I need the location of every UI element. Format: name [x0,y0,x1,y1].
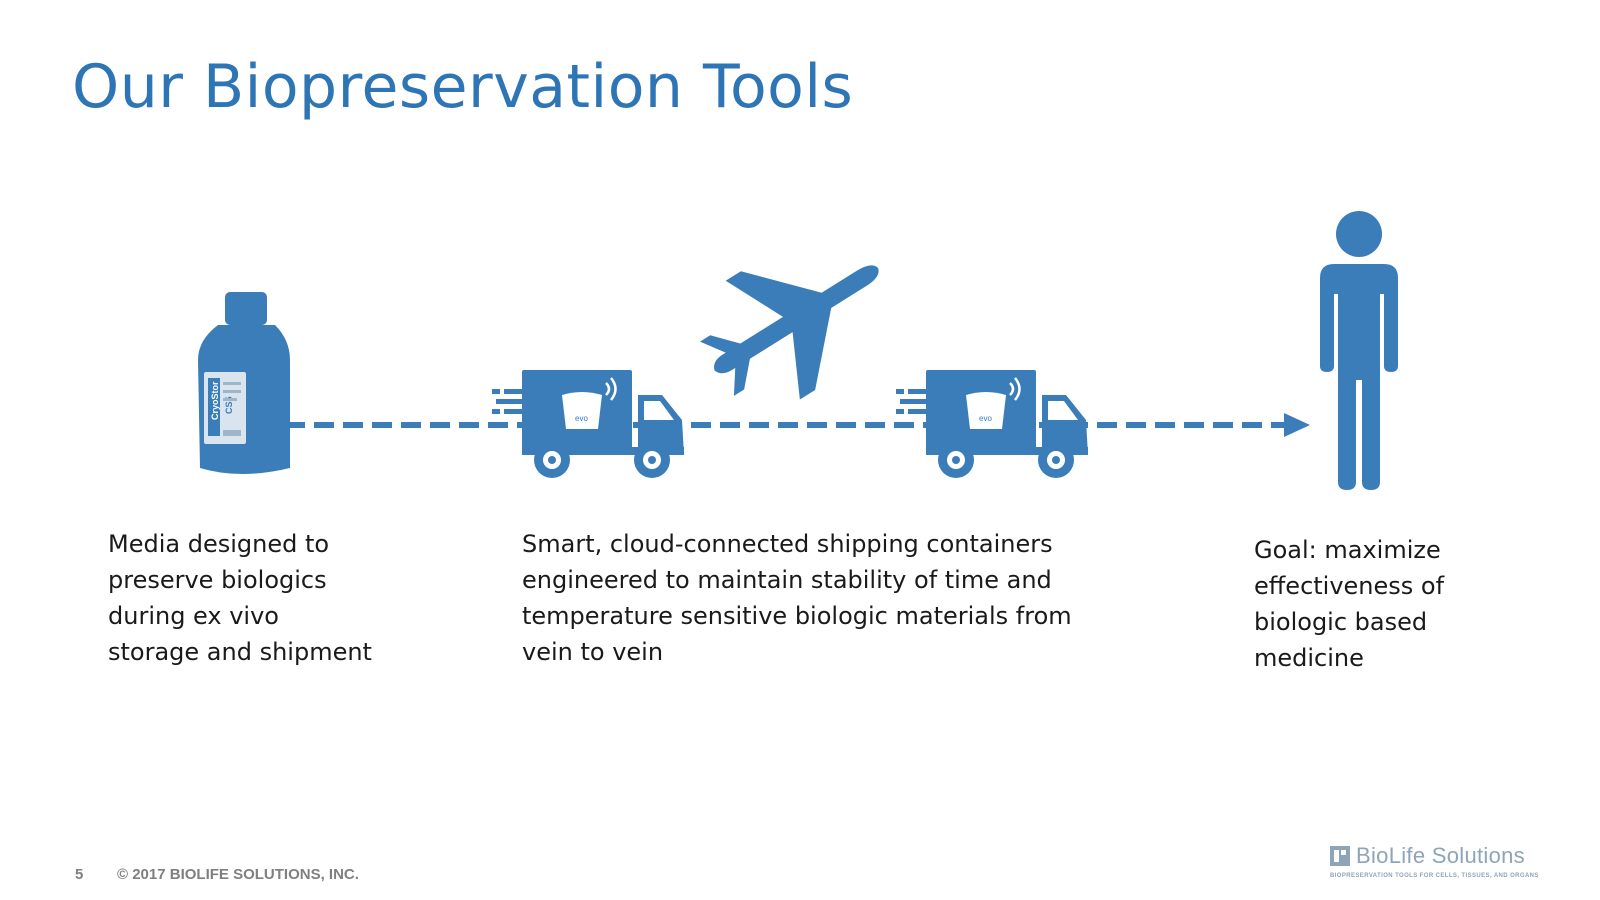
dashed-connector [285,413,1310,437]
truck-icon: evo [492,368,686,480]
slide-title: Our Biopreservation Tools [72,52,854,122]
caption-line: medicine [1254,644,1364,672]
caption-line: temperature sensitive biologic materials… [522,602,1072,630]
truck-icon: evo [896,368,1090,480]
caption-line: preserve biologics [108,566,327,594]
caption-shipping: Smart, cloud-connected shipping containe… [522,526,1072,670]
container-badge: evo [979,414,992,423]
copyright-notice: © 2017 BIOLIFE SOLUTIONS, INC. [117,866,359,883]
logo-tagline: BIOPRESERVATION TOOLS FOR CELLS, TISSUES… [1330,873,1539,879]
logo-mark-icon [1330,846,1350,866]
logo-name: BioLife Solutions [1356,843,1525,868]
caption-line: Smart, cloud-connected shipping containe… [522,530,1053,558]
bottle-icon: CryoStor CS5 [198,292,290,474]
page-number: 5 [75,866,84,883]
caption-line: vein to vein [522,638,664,666]
arrowhead-icon [1284,413,1310,437]
caption-line: effectiveness of [1254,572,1445,600]
company-logo: BioLife Solutions BIOPRESERVATION TOOLS … [1330,843,1560,883]
caption-media: Media designed to preserve biologics dur… [108,526,372,670]
container-badge: evo [575,414,588,423]
airplane-icon [700,265,879,400]
bottle-label-sub: CS5 [224,396,234,414]
caption-line: biologic based [1254,608,1428,636]
person-icon [1320,211,1398,490]
caption-line: Media designed to [108,530,330,558]
bottle-label: CryoStor [210,381,220,420]
caption-line: during ex vivo [108,602,279,630]
caption-goal: Goal: maximize effectiveness of biologic… [1254,532,1444,676]
caption-line: engineered to maintain stability of time… [522,566,1052,594]
caption-line: Goal: maximize [1254,536,1441,564]
caption-line: storage and shipment [108,638,372,666]
